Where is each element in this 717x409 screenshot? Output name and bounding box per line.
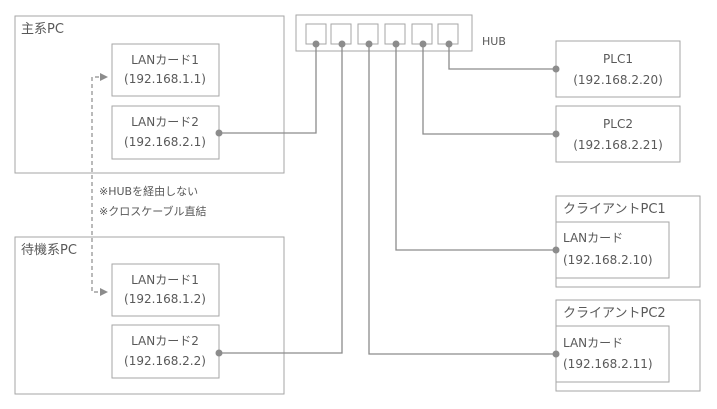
main-pc-title: 主系PC — [21, 22, 64, 37]
standby-pc-lan2-ip: (192.168.2.2) — [124, 354, 206, 368]
crossover-cable — [91, 76, 106, 293]
network-cables — [219, 44, 556, 355]
client-pc1-lan-name: LANカード — [563, 231, 623, 245]
cable-client-pc1 — [395, 44, 556, 251]
client-pc1-title: クライアントPC1 — [563, 202, 666, 217]
standby-lan2-dot — [215, 349, 223, 357]
plc2-dot — [552, 130, 560, 138]
plc1-ip: (192.168.2.20) — [573, 73, 663, 87]
plc1-name: PLC1 — [603, 52, 633, 66]
main-lan2-dot — [215, 129, 223, 137]
note-line-2: ※クロスケーブル直結 — [99, 204, 207, 218]
client-pc2-lan-name: LANカード — [563, 336, 623, 350]
plc1-box — [555, 40, 681, 98]
plc2-box — [555, 105, 681, 163]
client-pc1-lan-ip: (192.168.2.10) — [563, 253, 653, 267]
main-pc-lan1-name: LANカード1 — [131, 53, 199, 67]
main-pc-lan1-ip: (192.168.1.1) — [124, 72, 206, 86]
client-pc1-dot — [552, 246, 560, 254]
hub-dot-6 — [445, 40, 453, 48]
hub-label: HUB — [482, 35, 506, 48]
cable-main-lan2 — [219, 44, 317, 134]
cable-plc2 — [422, 44, 556, 135]
cable-client-pc2 — [368, 44, 556, 355]
client-pc2-title: クライアントPC2 — [563, 306, 666, 321]
standby-pc-lan1-ip: (192.168.1.2) — [124, 292, 206, 306]
cable-plc1 — [448, 44, 556, 70]
hub-dot-1 — [312, 40, 320, 48]
crossover-arrow-top — [100, 73, 108, 81]
main-pc-lan2-box — [111, 105, 220, 160]
main-pc-lan1-box — [111, 43, 220, 97]
hub-dot-2 — [338, 40, 346, 48]
connection-dots — [215, 40, 560, 358]
hub-dot-4 — [392, 40, 400, 48]
client-pc2-dot — [552, 350, 560, 358]
standby-pc-lan2-name: LANカード2 — [131, 334, 199, 348]
crossover-arrow-bottom — [100, 288, 108, 296]
note-line-1: ※HUBを経由しない — [99, 184, 198, 198]
cable-standby-lan2 — [219, 44, 343, 354]
standby-pc-lan2-box — [111, 324, 220, 379]
plc2-name: PLC2 — [603, 117, 633, 131]
standby-pc-title: 待機系PC — [21, 243, 77, 258]
main-pc-lan2-ip: (192.168.2.1) — [124, 135, 206, 149]
standby-pc-lan1-box — [111, 263, 220, 317]
main-pc-lan2-name: LANカード2 — [131, 115, 199, 129]
standby-pc-lan1-name: LANカード1 — [131, 273, 199, 287]
client-pc1-lan-box — [555, 221, 670, 279]
plc1-dot — [552, 65, 560, 73]
plc2-ip: (192.168.2.21) — [573, 138, 663, 152]
hub-dot-3 — [365, 40, 373, 48]
hub-dot-5 — [419, 40, 427, 48]
client-pc2-lan-ip: (192.168.2.11) — [563, 357, 653, 371]
client-pc2-lan-box — [555, 325, 670, 383]
